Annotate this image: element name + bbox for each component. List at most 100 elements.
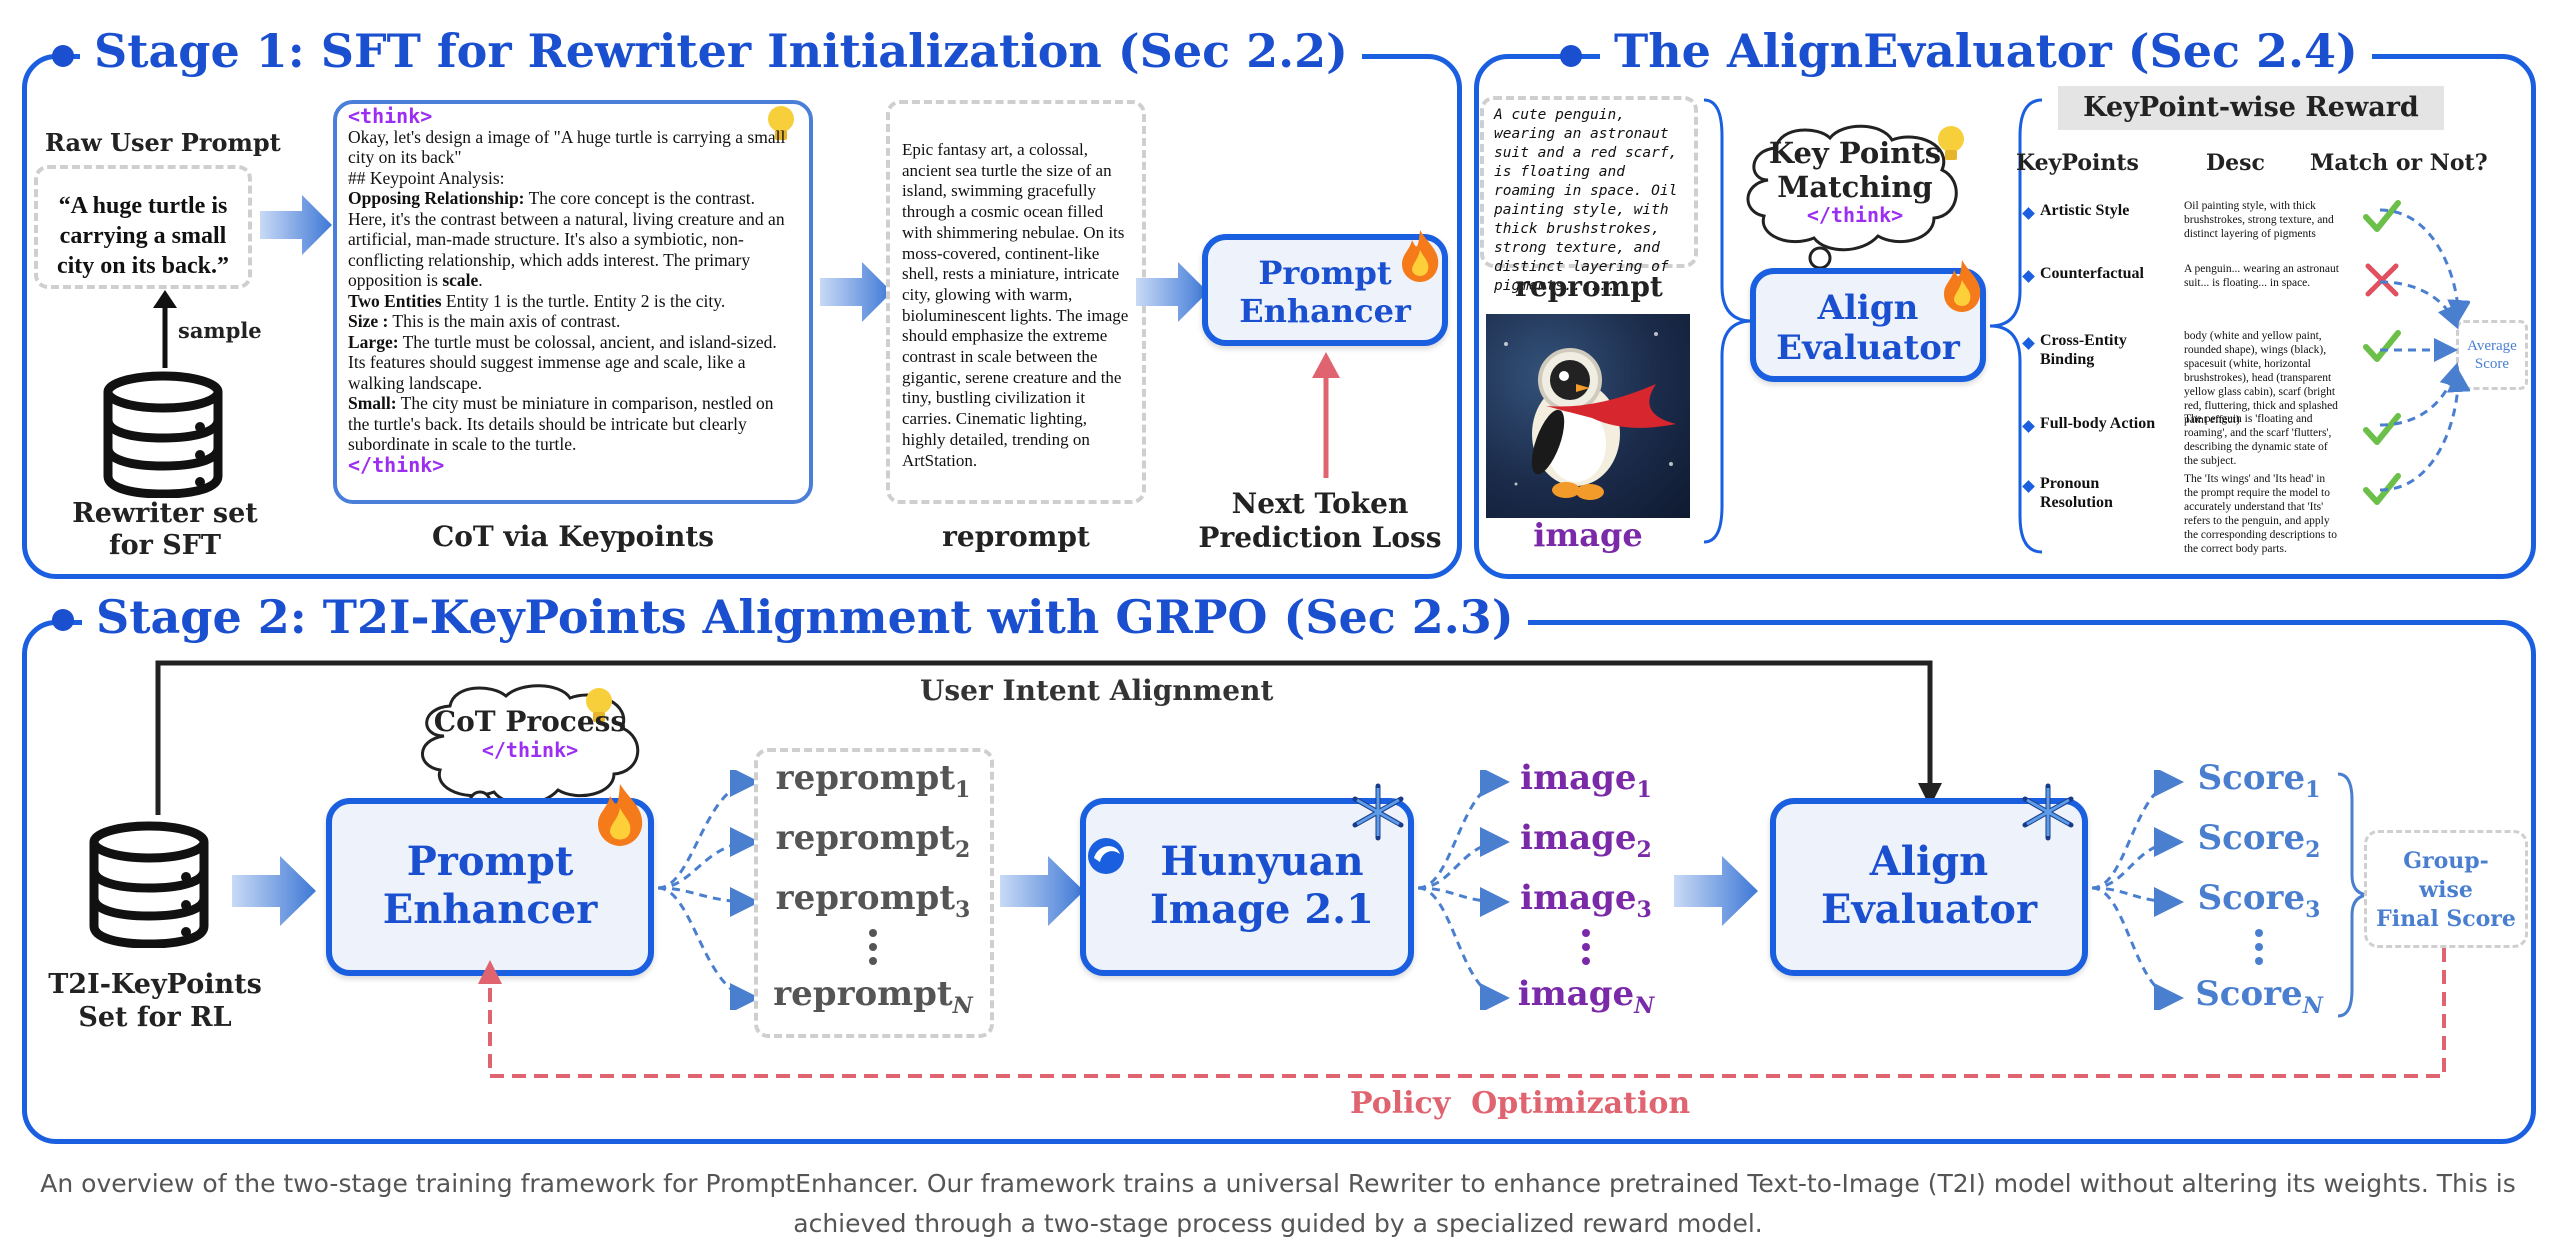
stage2-flow-arrow-2 bbox=[1000, 856, 1084, 926]
stage1-title: Stage 1: SFT for Rewriter Initialization… bbox=[80, 24, 1362, 78]
flow-arrow-2 bbox=[820, 262, 892, 322]
score-list-ellipsis-icon bbox=[2255, 929, 2263, 965]
cot-two-entities-label: Two Entities bbox=[348, 290, 442, 311]
evaluator-reprompt-label: reprompt bbox=[1515, 270, 1663, 303]
hunyuan-logo-icon bbox=[1088, 838, 1124, 874]
image-list-word: image bbox=[1517, 974, 1635, 1014]
cot-size-label: Size : bbox=[348, 311, 389, 331]
cot-opposing-end: . bbox=[478, 270, 483, 290]
evaluator-align-line2: Evaluator bbox=[1776, 328, 1960, 368]
image-list-index: 3 bbox=[1636, 896, 1652, 923]
hunyuan-box: Hunyuan Image 2.1 bbox=[1080, 798, 1414, 976]
score-list-item: ScoreN bbox=[2184, 974, 2334, 1019]
enhancer-fanout-arrows bbox=[657, 770, 760, 1010]
average-score-connectors bbox=[2379, 208, 2470, 492]
flow-arrow-1 bbox=[260, 195, 332, 255]
score-list-index: 1 bbox=[2305, 776, 2321, 803]
score-list-word: Score bbox=[2197, 878, 2306, 918]
reprompt-list-item: reprompt1 bbox=[760, 758, 986, 803]
stage2-align-line1: Align bbox=[1869, 838, 1989, 885]
matching-text: Key Points Matching </think> bbox=[1760, 136, 1950, 226]
evaluator-title-dot-left bbox=[1560, 45, 1582, 67]
cot-think-open: <think> bbox=[348, 104, 433, 128]
reprompt-list-index: N bbox=[952, 992, 973, 1019]
reprompt-box: Epic fantasy art, a colossal, ancient se… bbox=[886, 100, 1146, 504]
cot-line-1: Okay, let's design a image of "A huge tu… bbox=[348, 126, 786, 168]
reprompt-list-item: reprompt2 bbox=[760, 818, 986, 863]
group-score-line3: Final Score bbox=[2376, 906, 2516, 932]
image-list-item: image1 bbox=[1506, 758, 1666, 803]
cot-bubble-line1: CoT Process bbox=[433, 705, 627, 738]
stage2-enhancer-line2: Enhancer bbox=[382, 886, 598, 933]
hunyuan-line1: Hunyuan bbox=[1160, 838, 1364, 885]
image-list-item: imageN bbox=[1506, 974, 1666, 1019]
stage1-title-dot-left bbox=[52, 45, 74, 67]
image-list-word: image bbox=[1520, 758, 1637, 798]
cot-bubble-think: </think> bbox=[481, 738, 579, 762]
image-list-index: N bbox=[1634, 992, 1655, 1019]
reward-row-keypoint: Artistic Style bbox=[2040, 202, 2130, 219]
cot-large-text: The turtle must be colossal, ancient, an… bbox=[348, 331, 777, 393]
user-intent-line bbox=[155, 660, 1942, 815]
loss-arrow bbox=[1312, 352, 1340, 478]
average-score-line2: Score bbox=[2474, 356, 2510, 372]
user-intent-label: User Intent Alignment bbox=[920, 674, 1274, 707]
idea-bulb-icon bbox=[766, 104, 796, 140]
reprompt-list-word: reprompt bbox=[775, 758, 956, 798]
sample-arrow bbox=[153, 290, 177, 368]
cot-caption: CoT via Keypoints bbox=[431, 520, 715, 553]
hunyuan-snowflake-icon bbox=[1352, 783, 1404, 841]
image-list-index: 1 bbox=[1636, 776, 1652, 803]
reprompt-text: Epic fantasy art, a colossal, ancient se… bbox=[902, 140, 1129, 470]
cot-box bbox=[333, 100, 813, 504]
raw-prompt-text: “A huge turtle is carrying a small city … bbox=[56, 193, 229, 279]
figure-caption-line1: An overview of the two-stage training fr… bbox=[40, 1169, 2516, 1198]
image-list-item: image2 bbox=[1506, 818, 1666, 863]
score-list-item: Score2 bbox=[2184, 818, 2334, 863]
matching-thought-bubble bbox=[1746, 124, 1958, 288]
match-check-icon bbox=[2363, 413, 2401, 445]
cot-content: <think> Okay, let's design a image of "A… bbox=[348, 106, 793, 475]
loss-label: Next Token Prediction Loss bbox=[1190, 487, 1450, 555]
image-list-index: 2 bbox=[1636, 836, 1652, 863]
image-list-ellipsis-icon bbox=[1582, 929, 1590, 965]
reward-row-desc: body (white and yellow paint, rounded sh… bbox=[2184, 330, 2338, 426]
align-snowflake-icon bbox=[2022, 783, 2074, 841]
score-list-word: Score bbox=[2195, 974, 2303, 1014]
score-list-index: 2 bbox=[2305, 836, 2321, 863]
reprompt-list-word: reprompt bbox=[775, 818, 956, 858]
policy-optimization-loop bbox=[478, 948, 2446, 1078]
score-list-index: 3 bbox=[2305, 896, 2321, 923]
stage2-dataset-line2: Set for RL bbox=[78, 1002, 232, 1033]
matching-think: </think> bbox=[1806, 203, 1904, 227]
penguin-image bbox=[1486, 314, 1690, 518]
raw-prompt-label: Raw User Prompt bbox=[45, 128, 281, 157]
score-list-word: Score bbox=[2197, 758, 2306, 798]
stage2-database-icon bbox=[89, 821, 209, 948]
cot-think-close: </think> bbox=[348, 452, 445, 477]
reprompt-list-item: repromptN bbox=[760, 974, 986, 1019]
stage2-title: Stage 2: T2I-KeyPoints Alignment with GR… bbox=[82, 590, 1528, 644]
stage2-flow-arrow-3 bbox=[1674, 856, 1758, 926]
stage2-fire-icon bbox=[598, 784, 643, 846]
reward-row-keypoint: Pronoun Resolution bbox=[2040, 475, 2113, 511]
flow-arrow-3 bbox=[1136, 262, 1208, 322]
cot-line-2: ## Keypoint Analysis: bbox=[348, 167, 505, 188]
reprompt-list-index: 3 bbox=[955, 896, 971, 923]
reward-row-keypoint: Counterfactual bbox=[2040, 265, 2144, 282]
group-score-line2: wise bbox=[2419, 877, 2473, 903]
stage1-enhancer-line1: Prompt bbox=[1258, 254, 1392, 292]
reprompt-list-index: 1 bbox=[955, 776, 971, 803]
reprompt-list-box bbox=[754, 748, 994, 1038]
rewriter-set-line2: for SFT bbox=[108, 530, 221, 561]
score-list-index: N bbox=[2302, 992, 2323, 1019]
stage2-align-box: Align Evaluator bbox=[1770, 798, 2088, 976]
rewriter-set-label: Rewriter set for SFT bbox=[60, 498, 270, 562]
stage2-dataset-line1: T2I-KeyPoints bbox=[48, 969, 262, 1000]
cot-small-text: The city must be miniature in comparison… bbox=[348, 393, 774, 454]
score-list-item: Score1 bbox=[2184, 758, 2334, 803]
cot-bubble-text: CoT Process </think> bbox=[420, 705, 640, 763]
fire-icon bbox=[1402, 230, 1439, 282]
group-score-line1: Group- bbox=[2403, 848, 2489, 874]
matching-bulb-icon bbox=[1938, 126, 1964, 160]
